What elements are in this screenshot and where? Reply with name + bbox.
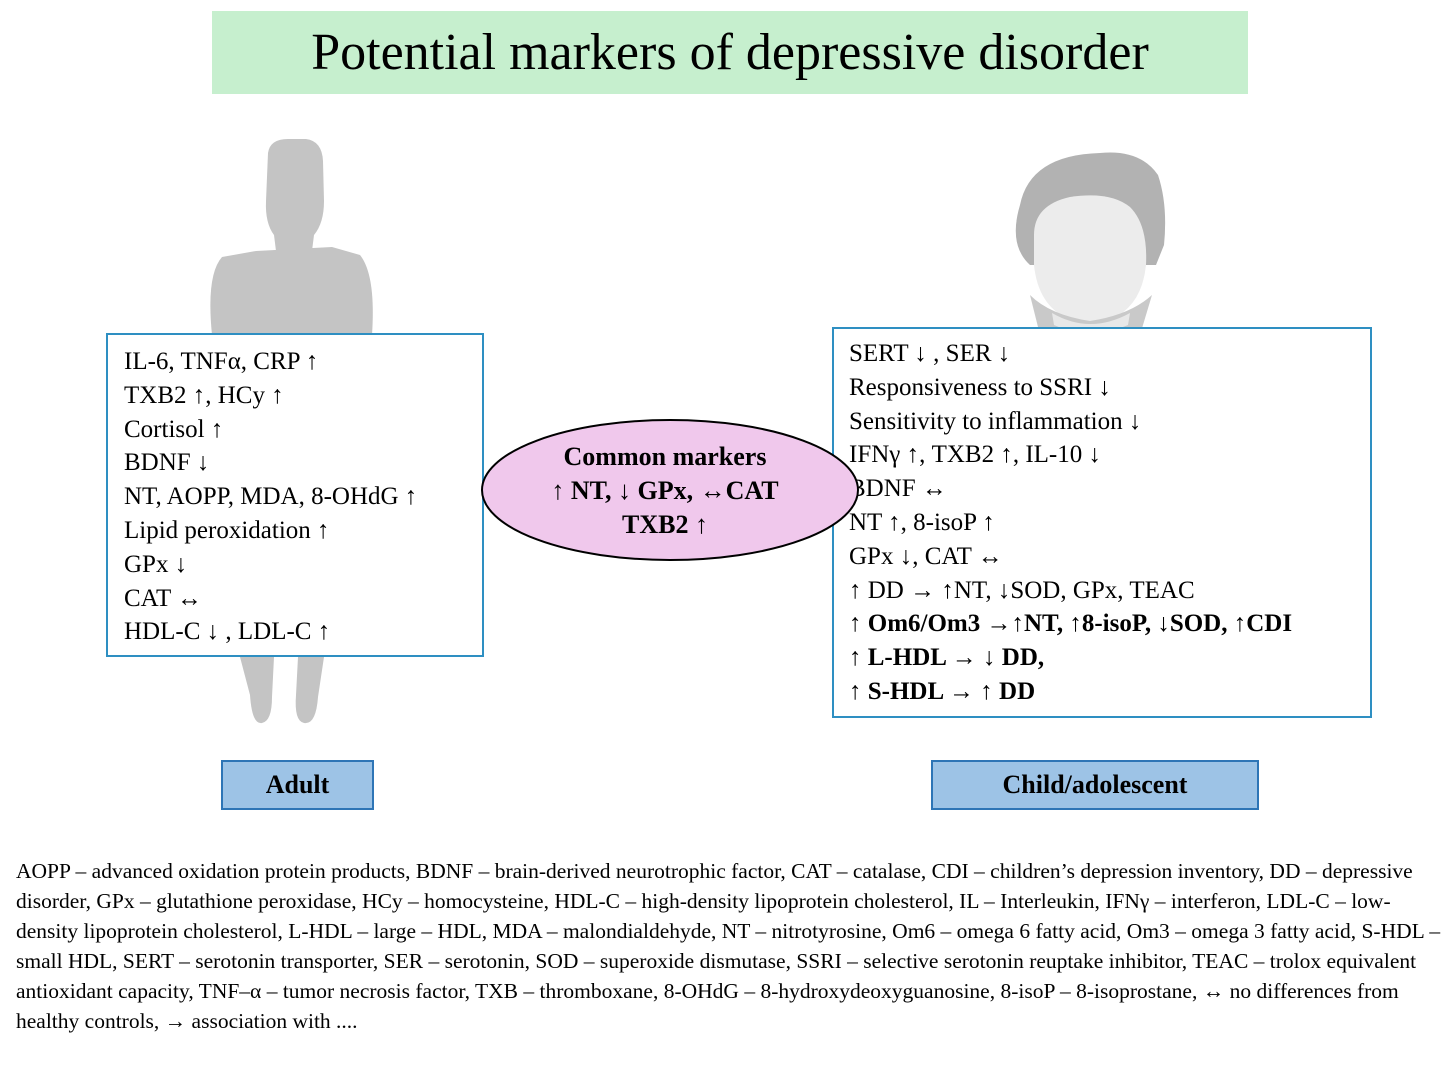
common-markers-line: TXB2 ↑ [622,510,708,539]
child-marker-item: ↑ L-HDL → ↓ DD, [849,644,1045,672]
child-marker-item: SERT ↓ , SER ↓ [849,340,1011,367]
child-avatar-icon [1015,152,1166,335]
title-banner: Potential markers of depressive disorder [212,11,1248,94]
adult-marker-item: TXB2 ↑, HCy ↑ [124,381,284,409]
common-markers-line: ↑ NT, ↓ GPx, ↔CAT [551,476,779,505]
common-markers-ellipse [481,419,859,561]
adult-label: Adult [221,760,374,810]
adult-marker-item: IL-6, TNFα, CRP ↑ [124,348,319,375]
adult-marker-item: HDL-C ↓ , LDL-C ↑ [124,618,331,646]
adult-marker-item: Lipid peroxidation ↑ [124,516,330,544]
child-marker-item: GPx ↓, CAT ↔ [849,542,1003,570]
child-markers-box: SERT ↓ , SER ↓ Responsiveness to SSRI ↓ … [832,327,1372,718]
child-marker-item: ↑ Om6/Om3 →↑NT, ↑8-isoP, ↓SOD, ↑CDI [849,610,1293,638]
child-marker-item: NT ↑, 8-isoP ↑ [849,508,995,536]
adult-silhouette-icon [210,139,373,724]
common-markers-text: Common markers ↑ NT, ↓ GPx, ↔CAT TXB2 ↑ [480,440,850,542]
adult-marker-item: Cortisol ↑ [124,415,224,443]
common-markers-heading: Common markers [563,442,767,471]
child-marker-item: IFNγ ↑, TXB2 ↑, IL-10 ↓ [849,441,1102,469]
adult-markers-box: IL-6, TNFα, CRP ↑ TXB2 ↑, HCy ↑ Cortisol… [106,333,484,657]
adult-marker-item: BDNF ↓ [124,449,210,477]
adult-marker-item: NT, AOPP, MDA, 8-OHdG ↑ [124,483,418,511]
child-marker-item: Responsiveness to SSRI ↓ [849,373,1111,401]
child-marker-item: Sensitivity to inflammation ↓ [849,407,1142,435]
child-marker-item: ↑ S-HDL → ↑ DD [849,677,1036,705]
child-marker-item: ↑ DD → ↑NT, ↓SOD, GPx, TEAC [849,576,1195,604]
child-marker-item: BDNF ↔ [849,475,947,503]
page-title: Potential markers of depressive disorder [311,23,1149,81]
adult-marker-item: CAT ↔ [124,584,203,612]
child-label: Child/adolescent [931,760,1259,810]
abbreviations-legend: AOPP – advanced oxidation protein produc… [16,859,1441,1033]
adult-marker-item: GPx ↓ [124,550,188,578]
